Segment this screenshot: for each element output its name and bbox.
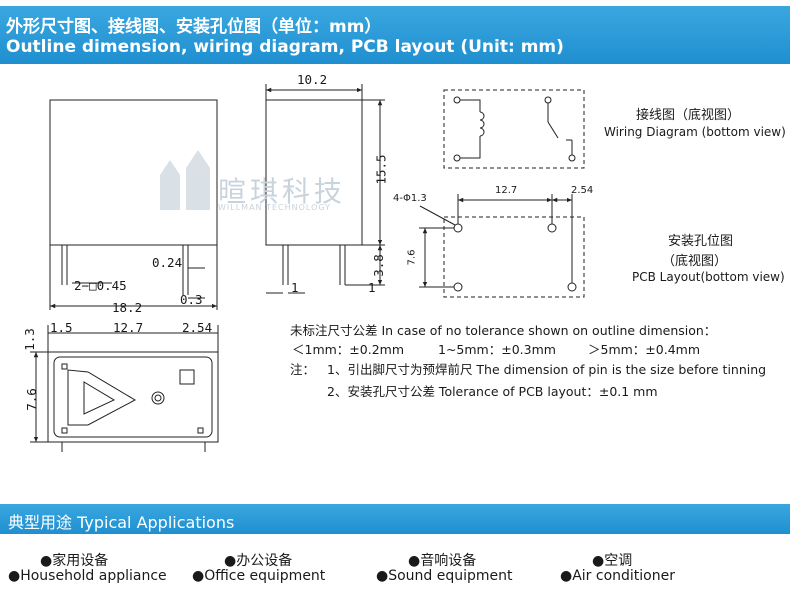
front-view — [49, 99, 218, 310]
note-pin: 1、引出脚尺寸为预焊前尺 The dimension of pin is the… — [327, 362, 767, 377]
app-aircon-cn: ●空调 — [592, 553, 633, 569]
dim-bottom-13: 1.3 — [21, 328, 37, 351]
dim-pin-1-right: 1 — [368, 280, 376, 295]
dim-pin-1-side: 1 — [291, 280, 299, 295]
bottom-view — [30, 325, 219, 452]
applications-title: 典型用途 Typical Applications — [8, 513, 235, 532]
pcb-title-cn: 安装孔位图 — [668, 234, 734, 249]
dim-bottom-254: 2.54 — [182, 320, 213, 335]
watermark-en: WILLMAN TECHNOLOGY — [218, 203, 332, 212]
pcb-dim-76: 7.6 — [406, 249, 418, 266]
pcb-dim-254: 2.54 — [571, 185, 594, 196]
applications-header: 典型用途 Typical Applications — [0, 504, 790, 534]
pcb-title-cn2: （底视图） — [662, 254, 728, 269]
dim-bottom-76: 7.6 — [23, 388, 39, 411]
outline-title-en: Outline dimension, wiring diagram, PCB l… — [6, 37, 564, 57]
wiring-title-en: Wiring Diagram (bottom view) — [604, 125, 786, 139]
wiring-title-cn: 接线图（底视图） — [636, 108, 741, 123]
dim-pin-offset: 0.3 — [180, 292, 203, 307]
pcb-dim-127: 12.7 — [495, 185, 518, 196]
app-sound-cn: ●音响设备 — [408, 553, 477, 569]
app-household-cn: ●家用设备 — [40, 553, 109, 569]
wiring-diagram — [443, 89, 585, 169]
app-sound-en: ●Sound equipment — [376, 568, 513, 584]
side-view — [265, 84, 385, 294]
dim-width: 10.2 — [297, 72, 328, 87]
dim-height: 15.5 — [373, 154, 389, 185]
dim-bottom-15: 1.5 — [50, 320, 73, 335]
note-pcb: 2、安装孔尺寸公差 Tolerance of PCB layout：±0.1 m… — [327, 384, 658, 399]
dim-length: 18.2 — [112, 300, 143, 315]
app-household-en: ●Household appliance — [8, 568, 167, 584]
outline-header: 外形尺寸图、接线图、安装孔位图（单位：mm） Outline dimension… — [0, 6, 790, 64]
note-tol-1: ＜1mm：±0.2mm — [292, 342, 405, 357]
pcb-title-en: PCB Layout(bottom view) — [632, 270, 785, 284]
watermark-logo — [160, 150, 210, 210]
dim-pin-thickness: 0.24 — [152, 255, 183, 270]
outline-title-cn: 外形尺寸图、接线图、安装孔位图（单位：mm） — [6, 17, 382, 37]
note-tol-3: ＞5mm：±0.4mm — [588, 342, 701, 357]
app-office-cn: ●办公设备 — [224, 553, 293, 569]
note-tol-2: 1~5mm：±0.3mm — [438, 342, 556, 357]
note-label: 注： — [290, 362, 316, 377]
app-office-en: ●Office equipment — [192, 568, 326, 584]
dim-bottom-127: 12.7 — [113, 320, 144, 335]
pcb-layout — [419, 194, 585, 298]
app-aircon-en: ●Air conditioner — [560, 568, 675, 584]
dim-pin-size: 2−□0.45 — [74, 278, 127, 293]
pcb-hole-spec: 4-Φ1.3 — [393, 193, 427, 204]
dim-pin-length: 3.8 — [370, 254, 386, 277]
note-tolerance-intro: 未标注尺寸公差 In case of no tolerance shown on… — [290, 323, 717, 338]
watermark-cn: 暄琪科技 — [218, 175, 347, 208]
